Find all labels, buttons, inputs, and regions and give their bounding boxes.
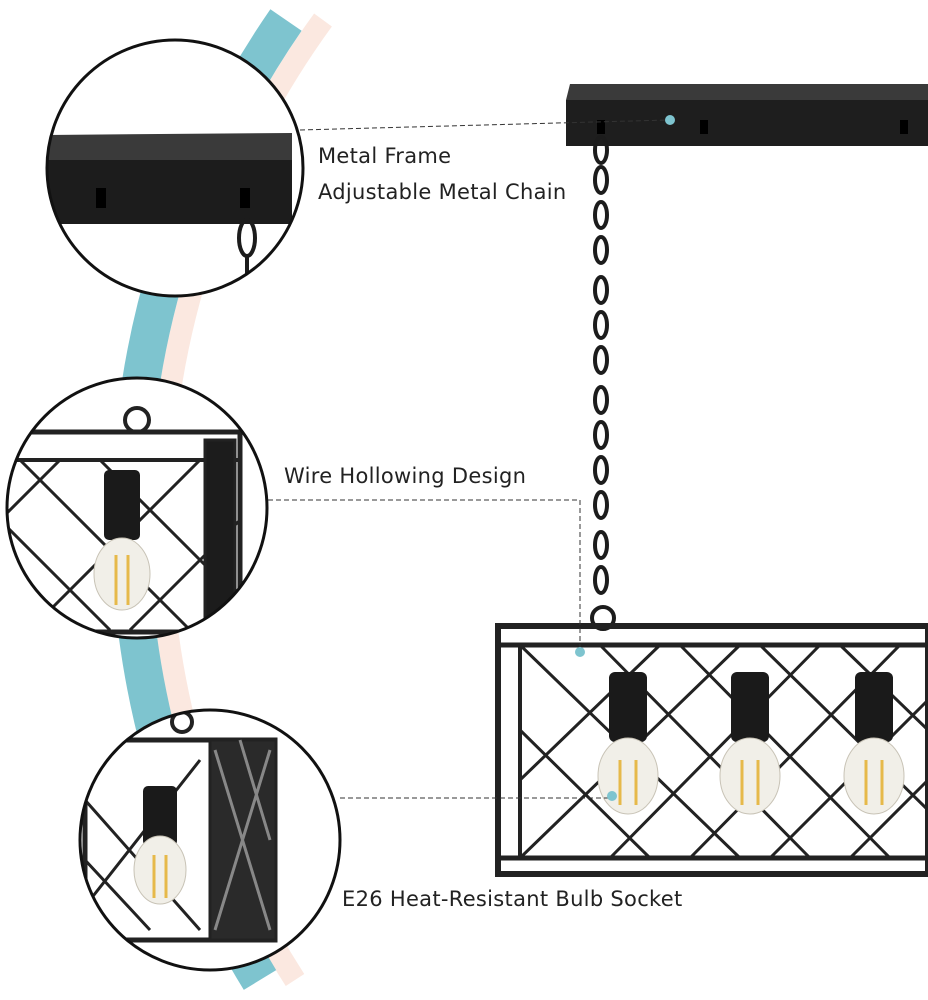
chain: [590, 135, 616, 631]
detail-circle-canopy: [45, 38, 305, 298]
bulbs: [597, 672, 905, 815]
callout-markers: [575, 115, 675, 801]
label-wire-hollowing: Wire Hollowing Design: [284, 464, 527, 488]
label-metal-frame: Metal Frame: [318, 144, 452, 168]
label-adjustable-chain: Adjustable Metal Chain: [318, 180, 567, 204]
label-bulb-socket: E26 Heat-Resistant Bulb Socket: [342, 887, 683, 911]
callout-lines: [268, 119, 669, 799]
detail-circle-wire: [5, 376, 269, 640]
detail-circle-socket: [78, 708, 342, 972]
canopy: [566, 84, 928, 146]
